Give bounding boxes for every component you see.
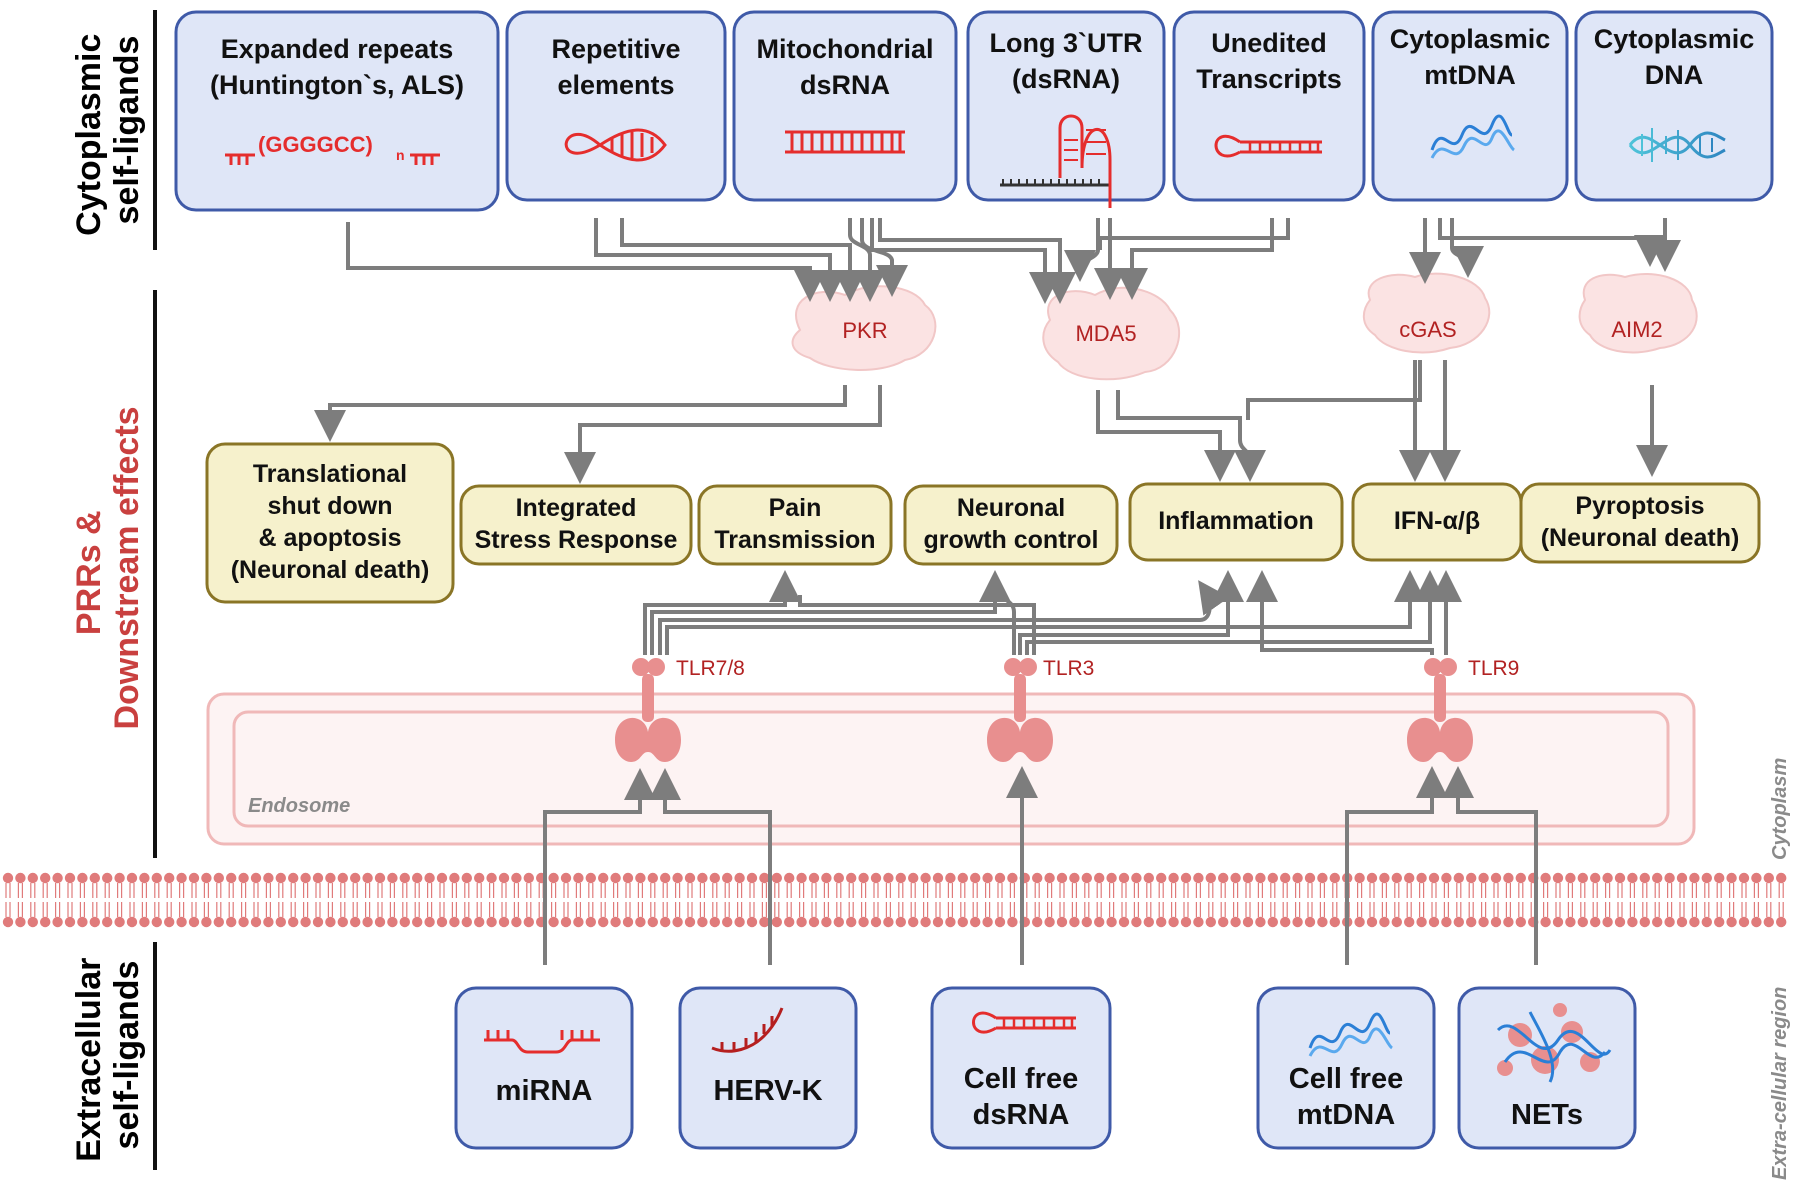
sensor-to-effect-arrows [314,360,1668,484]
section-label-prrs: PRRs & Downstream effects [70,406,146,729]
svg-text:shut down: shut down [268,492,393,520]
effect-inflammation[interactable]: Inflammation [1128,482,1344,562]
effect-translational-shutdown[interactable]: Translational shut down & apoptosis (Neu… [205,442,455,604]
downstream-effects: Translational shut down & apoptosis (Neu… [205,442,1761,604]
sensor-label: AIM2 [1611,317,1662,342]
ligand-box-expanded-repeats[interactable]: Expanded repeats (Huntington`s, ALS) (GG… [174,10,500,212]
ligand-box-cytoplasmic-mtdna[interactable]: Cytoplasmic mtDNA [1371,10,1569,202]
mtdna-coil-icon [1430,114,1516,159]
mtdna-coil-icon [1308,1012,1394,1057]
svg-text:Pain: Pain [769,494,822,522]
ligand-box-mitochondrial-dsrna[interactable]: Mitochondrial dsRNA [732,10,958,202]
dna-helix-icon [1628,128,1726,162]
svg-text:growth control: growth control [924,526,1099,554]
ligand-title: HERV-K [713,1075,822,1107]
tlr-label: TLR3 [1043,657,1094,680]
ligand-box-cytoplasmic-dna[interactable]: Cytoplasmic DNA [1574,10,1774,202]
sensor-label: MDA5 [1075,321,1136,346]
ligand-box-nets[interactable]: NETs [1457,986,1637,1150]
tlr-label: TLR9 [1468,657,1519,680]
section-label-extracellular-ligands: Extracellular self-ligands [70,948,146,1162]
sensor-label: PKR [842,318,887,343]
ligand-subtitle: Transcripts [1196,64,1342,94]
sensor-pkr[interactable]: PKR [791,285,937,371]
ligand-subtitle: mtDNA [1297,1099,1395,1131]
tlr3-receptor[interactable]: TLR3 [987,657,1094,762]
ligand-title: Expanded repeats [221,34,454,64]
svg-text:Stress Response: Stress Response [475,526,678,554]
sensor-cgas[interactable]: cGAS [1362,272,1491,354]
ligand-title: Cytoplasmic [1390,24,1551,54]
extracellular-region-label: Extra-cellular region [1769,987,1791,1180]
ligand-box-repetitive-elements[interactable]: Repetitive elements [505,10,727,202]
effect-integrated-stress-response[interactable]: Integrated Stress Response [459,484,693,566]
ligand-subtitle: elements [557,70,674,100]
effect-ifn-alpha-beta[interactable]: IFN-α/β [1351,482,1523,562]
endosome-label: Endosome [248,795,350,817]
ligand-title: Long 3`UTR [990,28,1143,58]
ligand-title: NETs [1511,1099,1583,1131]
svg-text:Integrated: Integrated [516,494,637,522]
extracellular-to-tlr-arrows [543,766,1538,965]
hairpin-icon [1214,134,1322,158]
tlr-label: TLR7/8 [676,657,745,680]
svg-text:IFN-α/β: IFN-α/β [1394,507,1480,535]
mirna-icon [484,1030,600,1054]
ligand-title: Cell free [1289,1063,1403,1095]
ligand-subtitle: (Huntington`s, ALS) [210,70,464,100]
ligand-title: Cell free [964,1063,1078,1095]
svg-text:Neuronal: Neuronal [957,494,1065,522]
ligand-to-sensor-arrows [346,218,1681,304]
ligand-subtitle: (dsRNA) [1012,64,1120,94]
cytoplasmic-ligand-boxes: Expanded repeats (Huntington`s, ALS) (GG… [174,10,1774,212]
hairpin-utr-icon [1000,114,1112,208]
ligand-title: miRNA [496,1075,593,1107]
hairpin-icon [972,1011,1076,1034]
sensor-mda5[interactable]: MDA5 [1042,286,1180,381]
ligand-subtitle: DNA [1645,60,1704,90]
effect-pyroptosis[interactable]: Pyroptosis (Neuronal death) [1519,482,1761,564]
ligand-subtitle: dsRNA [800,70,890,100]
svg-text:(GGGGCC): (GGGGCC) [258,132,373,157]
ligand-box-long-3utr[interactable]: Long 3`UTR (dsRNA) [966,10,1166,208]
section-label-cytoplasmic-ligands: Cytoplasmic self-ligands [70,24,146,236]
tlr9-receptor[interactable]: TLR9 [1407,657,1519,762]
tlr-to-effect-arrows [643,570,1462,655]
nets-icon [1496,1003,1612,1083]
ligand-box-cell-free-dsrna[interactable]: Cell free dsRNA [930,986,1112,1150]
svg-text:& apoptosis: & apoptosis [258,524,401,552]
ligand-box-herv-k[interactable]: HERV-K [678,986,858,1150]
svg-text:Inflammation: Inflammation [1158,507,1314,535]
tlr7-8-receptor[interactable]: TLR7/8 [615,657,745,762]
effect-neuronal-growth-control[interactable]: Neuronal growth control [903,484,1119,566]
ligand-title: Mitochondrial [757,34,934,64]
cell-membrane [2,872,1787,928]
repeat-sequence-icon: (GGGGCC) n [225,132,440,165]
dna-loop-icon [564,128,667,162]
ligand-title: Cytoplasmic [1594,24,1755,54]
cytoplasm-label: Cytoplasm [1769,758,1791,860]
ligand-title: Unedited [1211,28,1327,58]
endosome-inner [232,710,1670,828]
herv-k-icon [711,1007,784,1053]
ligand-title: Repetitive [551,34,680,64]
svg-text:Pyroptosis: Pyroptosis [1575,492,1704,520]
sensor-label: cGAS [1399,317,1456,342]
dsrna-ladder-icon [785,130,905,154]
svg-text:Transmission: Transmission [714,526,875,554]
sensor-aim2[interactable]: AIM2 [1578,273,1698,354]
ligand-subtitle: mtDNA [1424,60,1516,90]
svg-text:n: n [396,147,405,163]
svg-text:(Neuronal death): (Neuronal death) [231,556,430,584]
ligand-box-unedited-transcripts[interactable]: Unedited Transcripts [1172,10,1366,202]
ligand-subtitle: dsRNA [973,1099,1070,1131]
ligand-box-mirna[interactable]: miRNA [454,986,634,1150]
svg-text:(Neuronal death): (Neuronal death) [1541,524,1740,552]
svg-text:Translational: Translational [253,460,407,488]
extracellular-ligand-boxes: miRNA HERV-K Cell free dsRNA [454,986,1637,1150]
ligand-box-cell-free-mtdna[interactable]: Cell free mtDNA [1256,986,1436,1150]
effect-pain-transmission[interactable]: Pain Transmission [697,484,893,566]
